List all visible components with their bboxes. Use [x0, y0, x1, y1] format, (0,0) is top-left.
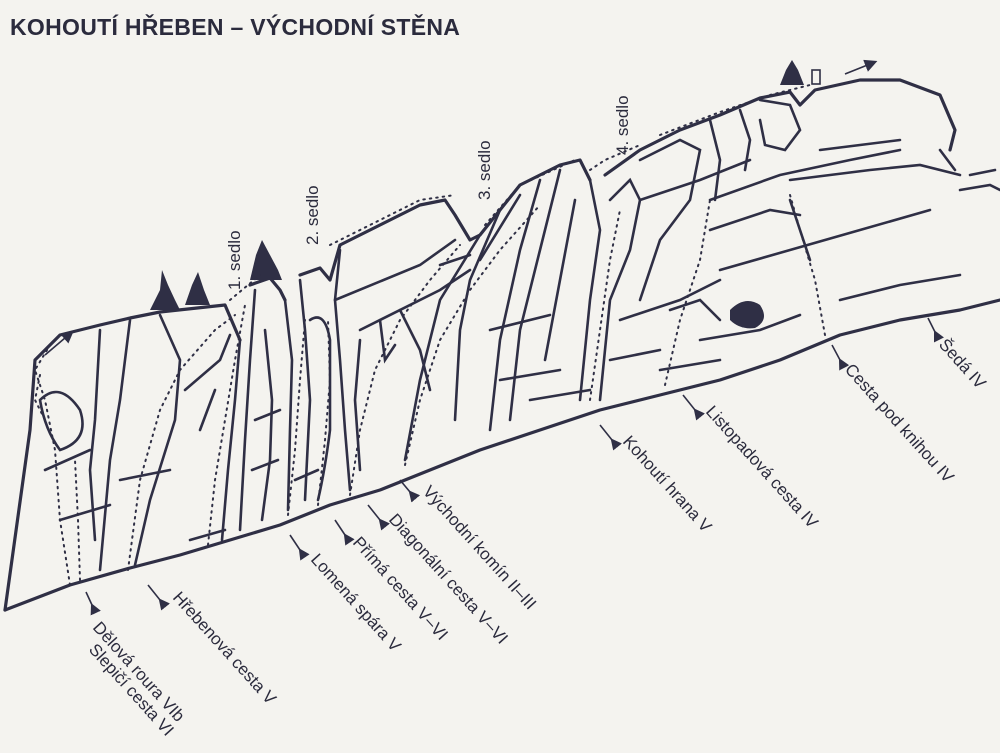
rock-cracks [38, 98, 1000, 572]
route-label-vychodni-komin: Východní komín II–III [419, 482, 540, 613]
route-label-hrebenova: Hřebenová cesta V [169, 588, 280, 709]
route-label-kohouti-hrana: Kohoutí hrana V [619, 432, 716, 537]
route-label-prima: Přímá cesta V–VI [349, 533, 452, 644]
direction-arrows [44, 59, 878, 356]
route-lines [33, 84, 826, 586]
saddle-label-4: 4. sedlo [613, 95, 632, 155]
page-title: KOHOUTÍ HŘEBEN – VÝCHODNÍ STĚNA [10, 14, 461, 40]
route-pointers [85, 317, 945, 616]
saddle-label-3: 3. sedlo [475, 140, 494, 200]
route-label-listopadova: Listopadová cesta IV [702, 402, 822, 532]
rock-outline [3, 78, 1000, 612]
route-label-seda: Šedá IV [935, 335, 990, 393]
route-label-pod-knihou: Cesta pod knihou IV [841, 360, 958, 487]
saddle-label-1: 1. sedlo [225, 230, 244, 290]
tree-icon [150, 60, 821, 329]
saddle-label-2: 2. sedlo [303, 185, 322, 245]
